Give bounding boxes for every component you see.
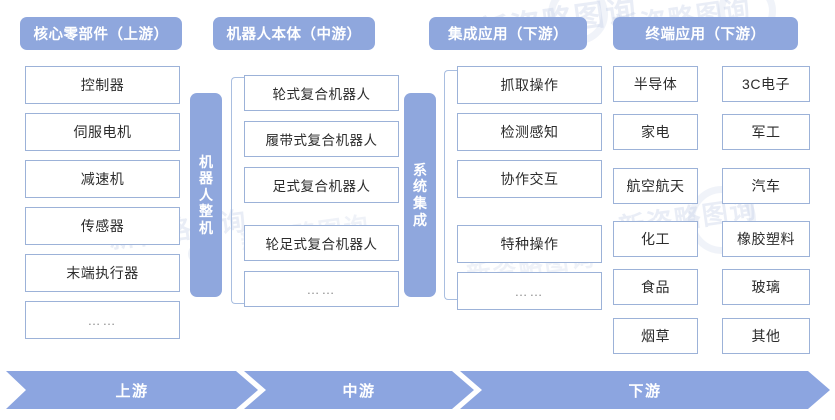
item-box[interactable]: 军工 [722, 114, 810, 150]
column-header-downstream-terminal-application: 终端应用（下游） [613, 17, 798, 50]
item-box[interactable]: 3C电子 [722, 66, 810, 102]
column-header-midstream-robot-body: 机器人本体（中游） [213, 17, 375, 50]
item-box[interactable]: 协作交互 [457, 160, 602, 198]
bracket-connector [444, 70, 457, 300]
item-box-ellipsis[interactable]: …… [25, 301, 180, 339]
item-box[interactable]: 食品 [613, 269, 698, 305]
ribbon-upstream: 上游 [6, 371, 258, 409]
item-box[interactable]: 控制器 [25, 66, 180, 104]
ribbon-midstream: 中游 [244, 371, 474, 409]
item-box[interactable]: 玻璃 [722, 269, 810, 305]
vertical-label-robot-whole-machine: 机器人整机 [190, 93, 222, 297]
item-box[interactable]: 履带式复合机器人 [244, 121, 399, 157]
vertical-label-text: 系统集成 [413, 161, 427, 228]
item-box[interactable]: 特种操作 [457, 225, 602, 263]
item-box[interactable]: 轮足式复合机器人 [244, 225, 399, 261]
item-box[interactable]: 橡胶塑料 [722, 221, 810, 257]
item-box[interactable]: 化工 [613, 221, 698, 257]
column-header-downstream-integrated-application: 集成应用（下游） [429, 17, 587, 50]
item-box[interactable]: 家电 [613, 114, 698, 150]
item-box[interactable]: 检测感知 [457, 113, 602, 151]
item-box[interactable]: 末端执行器 [25, 254, 180, 292]
item-box[interactable]: 半导体 [613, 66, 698, 102]
item-box[interactable]: 减速机 [25, 160, 180, 198]
column-header-upstream-core-parts: 核心零部件（上游） [20, 17, 182, 50]
item-box-ellipsis[interactable]: …… [457, 272, 602, 310]
vertical-label-system-integration: 系统集成 [404, 93, 436, 297]
item-box[interactable]: 伺服电机 [25, 113, 180, 151]
item-box[interactable]: 抓取操作 [457, 66, 602, 104]
item-box[interactable]: 轮式复合机器人 [244, 75, 399, 111]
item-box[interactable]: 传感器 [25, 207, 180, 245]
item-box[interactable]: 烟草 [613, 318, 698, 354]
item-box[interactable]: 其他 [722, 318, 810, 354]
item-box[interactable]: 航空航天 [613, 168, 698, 204]
bracket-connector [231, 77, 244, 304]
item-box[interactable]: 足式复合机器人 [244, 167, 399, 203]
ribbon-downstream: 下游 [460, 371, 830, 409]
vertical-label-text: 机器人整机 [199, 153, 213, 236]
item-box-ellipsis[interactable]: …… [244, 271, 399, 307]
item-box[interactable]: 汽车 [722, 168, 810, 204]
